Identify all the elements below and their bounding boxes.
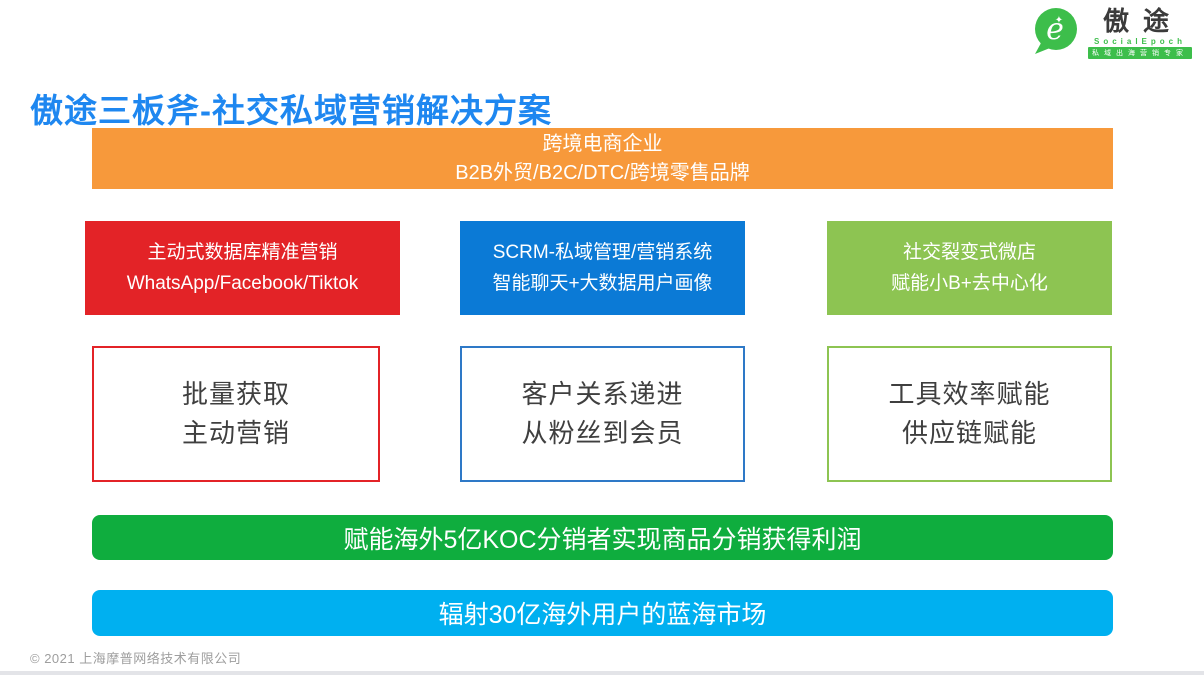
socialepoch-logo-icon: e ✦ xyxy=(1035,8,1077,54)
audience-banner-line2: B2B外贸/B2C/DTC/跨境零售品牌 xyxy=(455,161,750,184)
svg-text:e: e xyxy=(1046,12,1064,47)
pillar-line1: SCRM-私域管理/营销系统 xyxy=(492,241,713,263)
blue-ocean-market-banner: 辐射30亿海外用户的蓝海市场 xyxy=(92,590,1113,636)
pillar-database-marketing: 主动式数据库精准营销 WhatsApp/Facebook/Tiktok xyxy=(85,221,400,315)
benefit-line1: 批量获取 xyxy=(181,379,290,409)
pillar-line2: 智能聊天+大数据用户画像 xyxy=(492,272,713,294)
audience-banner-line1: 跨境电商企业 xyxy=(542,132,663,155)
benefit-tool-efficiency: 工具效率赋能 供应链赋能 xyxy=(827,346,1112,482)
brand-logo: e ✦ 傲途 SocialEpoch 私域出海营销专家 xyxy=(1032,6,1192,60)
brand-tagline: 私域出海营销专家 xyxy=(1088,47,1192,60)
brand-text-block: 傲途 SocialEpoch 私域出海营销专家 xyxy=(1088,6,1192,60)
copyright-text: © 2021 上海摩普网络技术有限公司 xyxy=(30,651,242,666)
svg-text:✦: ✦ xyxy=(1055,15,1063,26)
benefit-line2: 主动营销 xyxy=(181,418,290,448)
benefit-line1: 工具效率赋能 xyxy=(888,379,1051,409)
brand-subtitle: SocialEpoch xyxy=(1093,37,1186,47)
pillar-scrm-system: SCRM-私域管理/营销系统 智能聊天+大数据用户画像 xyxy=(460,221,745,315)
benefit-batch-acquisition: 批量获取 主动营销 xyxy=(92,346,380,482)
koc-distribution-banner: 赋能海外5亿KOC分销者实现商品分销获得利润 xyxy=(92,515,1113,560)
pillar-line2: WhatsApp/Facebook/Tiktok xyxy=(126,272,359,294)
bottom-edge-strip xyxy=(0,671,1204,675)
audience-banner: 跨境电商企业 B2B外贸/B2C/DTC/跨境零售品牌 xyxy=(92,128,1113,189)
pillar-line2: 赋能小B+去中心化 xyxy=(891,272,1048,294)
page-title: 傲途三板斧-社交私域营销解决方案 xyxy=(30,92,552,130)
benefit-customer-relationship: 客户关系递进 从粉丝到会员 xyxy=(460,346,745,482)
pillar-line1: 社交裂变式微店 xyxy=(902,241,1036,263)
benefit-line2: 从粉丝到会员 xyxy=(521,418,684,448)
brand-name: 傲途 xyxy=(1102,6,1183,36)
benefit-line1: 客户关系递进 xyxy=(521,379,684,409)
pillar-line1: 主动式数据库精准营销 xyxy=(147,241,338,263)
pillar-social-micro-store: 社交裂变式微店 赋能小B+去中心化 xyxy=(827,221,1112,315)
benefit-line2: 供应链赋能 xyxy=(901,418,1037,448)
